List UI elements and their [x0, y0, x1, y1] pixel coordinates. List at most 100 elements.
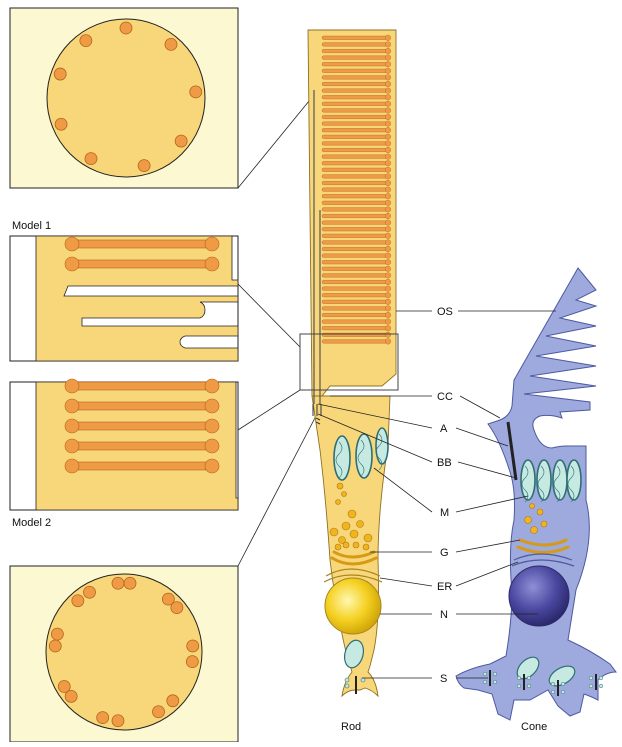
- rod-disc-rim: [385, 114, 391, 120]
- rod-disc-rim: [385, 292, 391, 298]
- rod-disc-rim: [385, 174, 391, 180]
- label-bb: BB: [437, 457, 452, 469]
- disc-incisure-dot: [58, 681, 70, 693]
- rod-disc: [322, 300, 390, 304]
- rod-vesicle: [357, 521, 364, 528]
- inset-cross-section-bottom: [10, 566, 238, 742]
- rod-disc: [322, 95, 390, 99]
- rod-disc-rim: [385, 200, 391, 206]
- rod-vesicle: [348, 510, 356, 518]
- rod-disc: [322, 128, 390, 132]
- rod-disc-rim: [385, 75, 391, 81]
- rod-disc: [322, 194, 390, 198]
- rod-disc: [322, 227, 390, 231]
- rod-nucleus: [325, 578, 381, 634]
- model-disc-rim: [65, 419, 79, 433]
- rod-disc: [322, 168, 390, 172]
- rod-cell: [308, 30, 396, 696]
- rod-disc-rim: [385, 220, 391, 226]
- disc-incisure-dot: [120, 22, 132, 34]
- rod-disc-rim: [385, 35, 391, 41]
- label-m: M: [440, 507, 449, 519]
- rod-disc: [322, 221, 390, 225]
- rod-disc: [322, 188, 390, 192]
- model-disc-rim: [65, 379, 79, 393]
- cone-nucleus: [509, 566, 569, 626]
- cone-body: [456, 268, 616, 720]
- rod-disc-rim: [385, 187, 391, 193]
- model-1-label: Model 1: [12, 220, 51, 232]
- rod-disc: [322, 340, 390, 344]
- model-disc: [72, 402, 212, 410]
- rod-disc-rim: [385, 259, 391, 265]
- disc-incisure-dot: [165, 38, 177, 50]
- rod-disc: [322, 115, 390, 119]
- cone-vesicle: [530, 504, 535, 509]
- rod-vesicle: [342, 492, 347, 497]
- model-disc-rim: [65, 459, 79, 473]
- disc-incisure-dot: [84, 586, 96, 598]
- rod-disc: [322, 234, 390, 238]
- rod-disc-rim: [385, 253, 391, 259]
- rod-disc: [322, 36, 390, 40]
- rod-disc-rim: [385, 55, 391, 61]
- disc-incisure-dot: [112, 715, 124, 727]
- rod-disc-rim: [385, 160, 391, 166]
- label-er: ER: [437, 581, 452, 593]
- model-disc-rim: [205, 459, 219, 473]
- rod-disc: [322, 307, 390, 311]
- model-disc: [72, 240, 212, 248]
- rod-disc: [322, 109, 390, 113]
- rod-disc: [322, 175, 390, 179]
- rod-disc-rim: [385, 233, 391, 239]
- rod-disc: [322, 260, 390, 264]
- model-disc-rim: [205, 379, 219, 393]
- disc-incisure-dot: [97, 712, 109, 724]
- rod-disc: [322, 181, 390, 185]
- label-rod: Rod: [341, 721, 361, 733]
- model-2-label: Model 2: [12, 517, 51, 529]
- rod-disc: [322, 89, 390, 93]
- rod-disc-rim: [385, 319, 391, 325]
- rod-vesicle: [337, 483, 343, 489]
- rod-disc: [322, 208, 390, 212]
- model-disc-rim: [65, 399, 79, 413]
- rod-disc: [322, 56, 390, 60]
- rod-disc-rim: [385, 108, 391, 114]
- rod-disc: [322, 267, 390, 271]
- rod-disc-rim: [385, 94, 391, 100]
- disc-incisure-dot: [51, 628, 63, 640]
- label-a: A: [440, 423, 448, 435]
- label-s: S: [440, 673, 447, 685]
- rod-disc-rim: [385, 240, 391, 246]
- rod-disc: [322, 161, 390, 165]
- rod-disc-rim: [385, 207, 391, 213]
- rod-disc-rim: [385, 81, 391, 87]
- cone-vesicle: [525, 517, 532, 524]
- rod-disc: [322, 274, 390, 278]
- rod-disc-rim: [385, 193, 391, 199]
- model-disc-rim: [65, 257, 79, 271]
- rod-disc-rim: [385, 42, 391, 48]
- inset-model-2: [10, 379, 238, 510]
- disc-incisure-dot: [190, 86, 202, 98]
- label-g: G: [440, 547, 449, 559]
- cone-vesicle: [541, 521, 547, 527]
- rod-disc: [322, 287, 390, 291]
- rod-disc-rim: [385, 134, 391, 140]
- disc-incisure-dot: [175, 135, 187, 147]
- rod-disc-rim: [385, 266, 391, 272]
- rod-disc: [322, 293, 390, 297]
- rod-disc-rim: [385, 273, 391, 279]
- rod-vesicle: [350, 530, 358, 538]
- disc-incisure-dot: [167, 695, 179, 707]
- cone-cell: [456, 268, 616, 720]
- model-disc-rim: [205, 419, 219, 433]
- rod-disc-rim: [385, 332, 391, 338]
- rod-disc: [322, 241, 390, 245]
- rod-disc-rim: [385, 48, 391, 54]
- rod-disc-rim: [385, 339, 391, 345]
- rod-disc: [322, 122, 390, 126]
- disc-incisure-dot: [186, 656, 198, 668]
